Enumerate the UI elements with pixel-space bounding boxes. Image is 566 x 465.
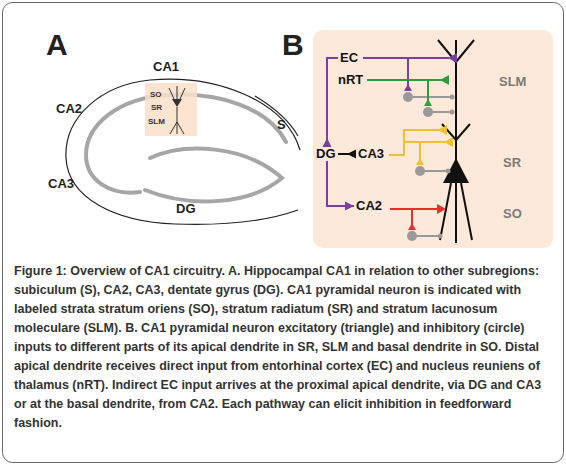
region-label: SLM (499, 75, 526, 89)
neuron-soma (443, 158, 469, 183)
connector (323, 58, 339, 147)
dentate-gyrus-layer (145, 149, 282, 202)
excitatory-synapse (408, 223, 416, 230)
excitatory-synapse (438, 125, 447, 135)
excitatory-synapse (404, 84, 412, 91)
connector-line (327, 58, 338, 147)
region-label: CA1 (153, 60, 179, 74)
region-label: SO (503, 207, 522, 221)
node-label: CA2 (356, 199, 382, 213)
node-label: nRT (338, 73, 363, 87)
interneuron (403, 92, 413, 102)
region-label: S (277, 118, 286, 132)
excitatory-synapse (448, 53, 457, 63)
interneuron (415, 166, 425, 176)
ca2-axon (390, 209, 438, 225)
ca1-inset-region (145, 83, 197, 136)
region-node: EC (338, 51, 360, 65)
node-label: CA3 (358, 147, 384, 161)
region-node: DG (314, 147, 338, 161)
region-label: SR (151, 104, 162, 113)
neuron-dendrites (169, 86, 185, 134)
figure-caption: Figure 1: Overview of CA1 circuitry. A. … (14, 262, 554, 433)
synapse-arrowhead (347, 150, 356, 159)
hippocampus-drawing (66, 79, 300, 224)
nrt-input (367, 75, 455, 117)
ec-input (363, 53, 457, 102)
region-label: SR (503, 156, 521, 170)
interneuron (423, 107, 433, 117)
region-label: CA2 (56, 102, 82, 116)
panel-letter: A (46, 28, 68, 61)
interneuron (407, 231, 417, 241)
interneuron-axon (425, 170, 447, 172)
interneuron-axon (433, 111, 451, 113)
connector (338, 150, 357, 159)
region-label: CA3 (48, 177, 74, 191)
region-label: DG (176, 202, 196, 216)
excitatory-synapse (440, 75, 449, 85)
excitatory-synapse (416, 158, 424, 165)
panel-b-background (313, 30, 553, 248)
inhibitory-synapse (450, 110, 455, 115)
region-node: nRT (336, 73, 365, 87)
region-node: CA3 (356, 147, 386, 161)
excitatory-synapse (424, 99, 432, 106)
inhibitory-synapse (446, 169, 451, 174)
ca3-axon (389, 130, 445, 160)
synapse-arrowhead (345, 202, 354, 211)
region-label: SO (150, 91, 162, 100)
ca3-input (389, 125, 453, 176)
region-node: CA2 (354, 199, 384, 213)
node-label: DG (316, 147, 336, 161)
inhibitory-synapse (450, 95, 455, 100)
figure-frame (3, 3, 564, 463)
nrt-axon (367, 80, 446, 101)
node-label: EC (340, 51, 358, 65)
excitatory-synapse (437, 204, 446, 214)
hippocampus-outline (66, 79, 300, 224)
panel-letter: B (282, 28, 304, 61)
ca2-input (390, 204, 446, 241)
excitatory-synapse (444, 137, 453, 147)
region-label: SLM (148, 118, 165, 127)
ec-axon (363, 58, 449, 86)
interneuron-axon (417, 235, 439, 237)
neuron-soma (172, 99, 182, 107)
interneuron-axon (413, 96, 451, 98)
inhibitory-synapse (438, 234, 443, 239)
